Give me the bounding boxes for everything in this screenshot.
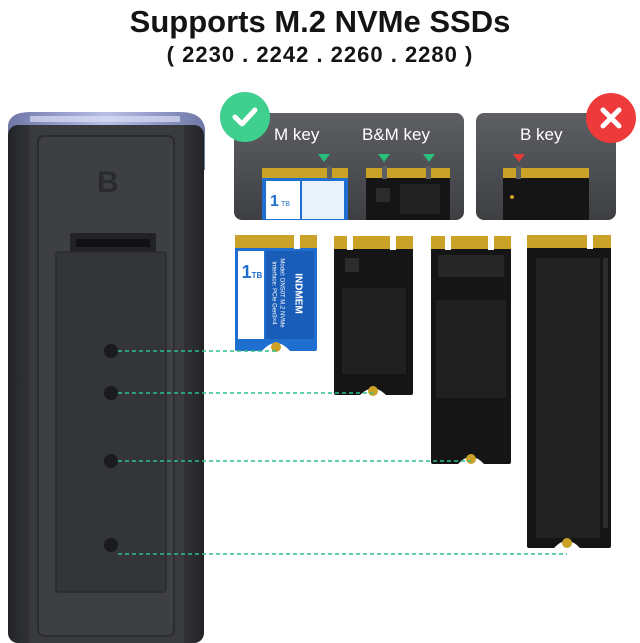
- size-list: ( 2230 . 2242 . 2260 . 2280 ): [166, 42, 474, 67]
- b-key-label: B key: [520, 125, 563, 144]
- brand-logo: B: [97, 166, 119, 199]
- m-key-label: M key: [274, 125, 320, 144]
- ssd-2230-model: Model: DNS0T M.2 NVMe: [278, 258, 285, 328]
- svg-text:TB: TB: [281, 201, 290, 208]
- ssd-2230: [235, 233, 317, 352]
- ssd-2230-brand: INDMEM: [292, 273, 304, 314]
- ssd-2242: [334, 234, 413, 396]
- mount-hole-2260: [104, 454, 118, 468]
- ssd-2230-interface: Interface: PCIe Gen3×4: [270, 261, 277, 325]
- b-key-thumbnail: [503, 166, 589, 220]
- page-title: Supports M.2 NVMe SSDs: [129, 4, 511, 39]
- mount-hole-2280: [104, 538, 118, 552]
- mount-hole-2242: [104, 386, 118, 400]
- b-key-unsupported-marker: [513, 154, 525, 162]
- close-icon: [586, 93, 636, 143]
- bm-key-thumbnail: [366, 166, 450, 220]
- check-icon: [220, 92, 270, 142]
- capacity-value: 1: [241, 262, 252, 282]
- m-key-marker-2: [423, 154, 435, 162]
- svg-text:1: 1: [270, 193, 279, 210]
- m-key-thumbnail: 1 TB: [262, 166, 348, 220]
- capacity-unit: TB: [251, 271, 263, 280]
- bm-key-label: B&M key: [362, 125, 431, 144]
- ssd-2280: [527, 233, 611, 548]
- mount-hole-2230: [104, 344, 118, 358]
- mounting-tray: [55, 251, 167, 593]
- m-key-marker: [318, 154, 330, 162]
- b-key-marker: [378, 154, 390, 162]
- ssd-2260: [431, 234, 511, 464]
- ssd-2230-capacity: 1TB: [240, 262, 264, 283]
